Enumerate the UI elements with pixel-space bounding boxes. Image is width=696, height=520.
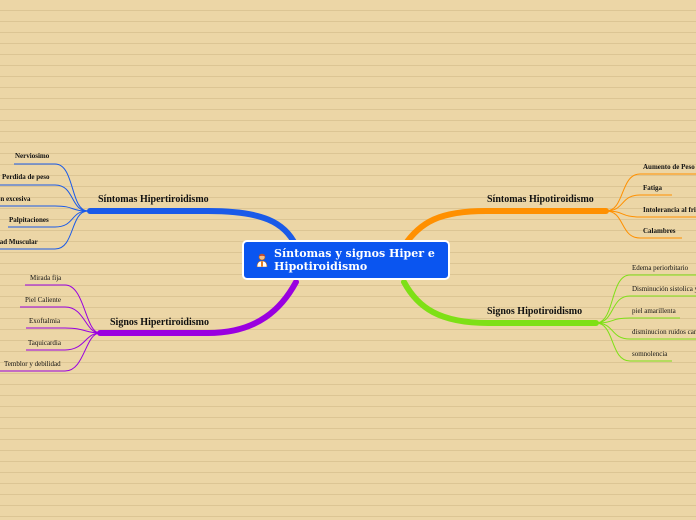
connector-signos-hipertiroidismo xyxy=(97,279,299,336)
leaf-calambres: Calambres xyxy=(643,227,676,235)
leaf-palpitaciones: Palpitaciones xyxy=(9,216,49,224)
leaf-debilidad-muscular: Debilidad Muscular xyxy=(0,238,38,246)
leaf-edema-periorbitario: Edema periorbitario xyxy=(632,264,689,272)
central-topic[interactable]: Síntomas y signos Hiper e Hipotiroidismo xyxy=(242,240,450,280)
signos-hipertiroidismo-leaf-connectors xyxy=(0,284,101,372)
person-icon xyxy=(256,253,268,267)
leaf-somnolencia: somnolencia xyxy=(632,350,668,358)
leaf-perdida-de-peso: Perdida de peso xyxy=(2,173,50,181)
leaf-nerviosimo: Nerviosimo xyxy=(15,152,50,160)
branch-signos-hipertiroidismo: Signos Hipertiroidismo xyxy=(110,317,209,328)
branch-sintomas-hipertiroidismo: Síntomas Hipertiroidismo xyxy=(98,194,209,205)
branch-signos-hipotiroidismo: Signos Hipotiroidismo xyxy=(487,306,582,317)
connector-sintomas-hipertiroidismo xyxy=(87,208,299,249)
connector-sintomas-hipotiroidismo xyxy=(401,208,609,249)
branch-sintomas-hipotiroidismo: Síntomas Hipotiroidismo xyxy=(487,194,594,205)
leaf-piel-caliente: Piel Caliente xyxy=(25,296,61,304)
leaf-piel-amarillenta: piel amarillenta xyxy=(632,307,677,315)
leaf-temblor-y-debilidad: Temblor y debilidad xyxy=(4,360,61,368)
sintomas-hipertiroidismo-leaf-connectors xyxy=(0,163,89,250)
leaf-taquicardia: Taquicardia xyxy=(28,339,62,347)
central-topic-title: Síntomas y signos Hiper e Hipotiroidismo xyxy=(274,247,435,273)
signos-hipotiroidismo-leaves: Edema periorbitario Disminución sistolic… xyxy=(632,264,696,358)
sintomas-hipertiroidismo-leaves: Nerviosimo Perdida de peso Sudoración ex… xyxy=(0,152,50,246)
leaf-aumento-de-peso: Aumento de Peso xyxy=(643,163,695,171)
leaf-mirada-fija: Mirada fija xyxy=(30,274,62,282)
leaf-disminucion-sistolica: Disminución sistolica y xyxy=(632,285,696,293)
leaf-fatiga: Fatiga xyxy=(643,184,663,192)
leaf-intolerancia-al-frio: Intolerancia al frio xyxy=(643,206,696,214)
sintomas-hipotiroidismo-leaves: Aumento de Peso Fatiga Intolerancia al f… xyxy=(643,163,696,235)
leaf-disminucion-ruidos: disminucion ruidos card xyxy=(632,328,696,336)
connector-signos-hipotiroidismo xyxy=(401,279,599,326)
signos-hipertiroidismo-leaves: Mirada fija Piel Caliente Exoftalmia Taq… xyxy=(4,274,62,368)
leaf-exoftalmia: Exoftalmia xyxy=(29,317,61,325)
leaf-sudoracion-excesiva: Sudoración excesiva xyxy=(0,195,31,203)
signos-hipotiroidismo-leaf-connectors xyxy=(595,274,696,362)
sintomas-hipotiroidismo-leaf-connectors xyxy=(605,173,696,239)
